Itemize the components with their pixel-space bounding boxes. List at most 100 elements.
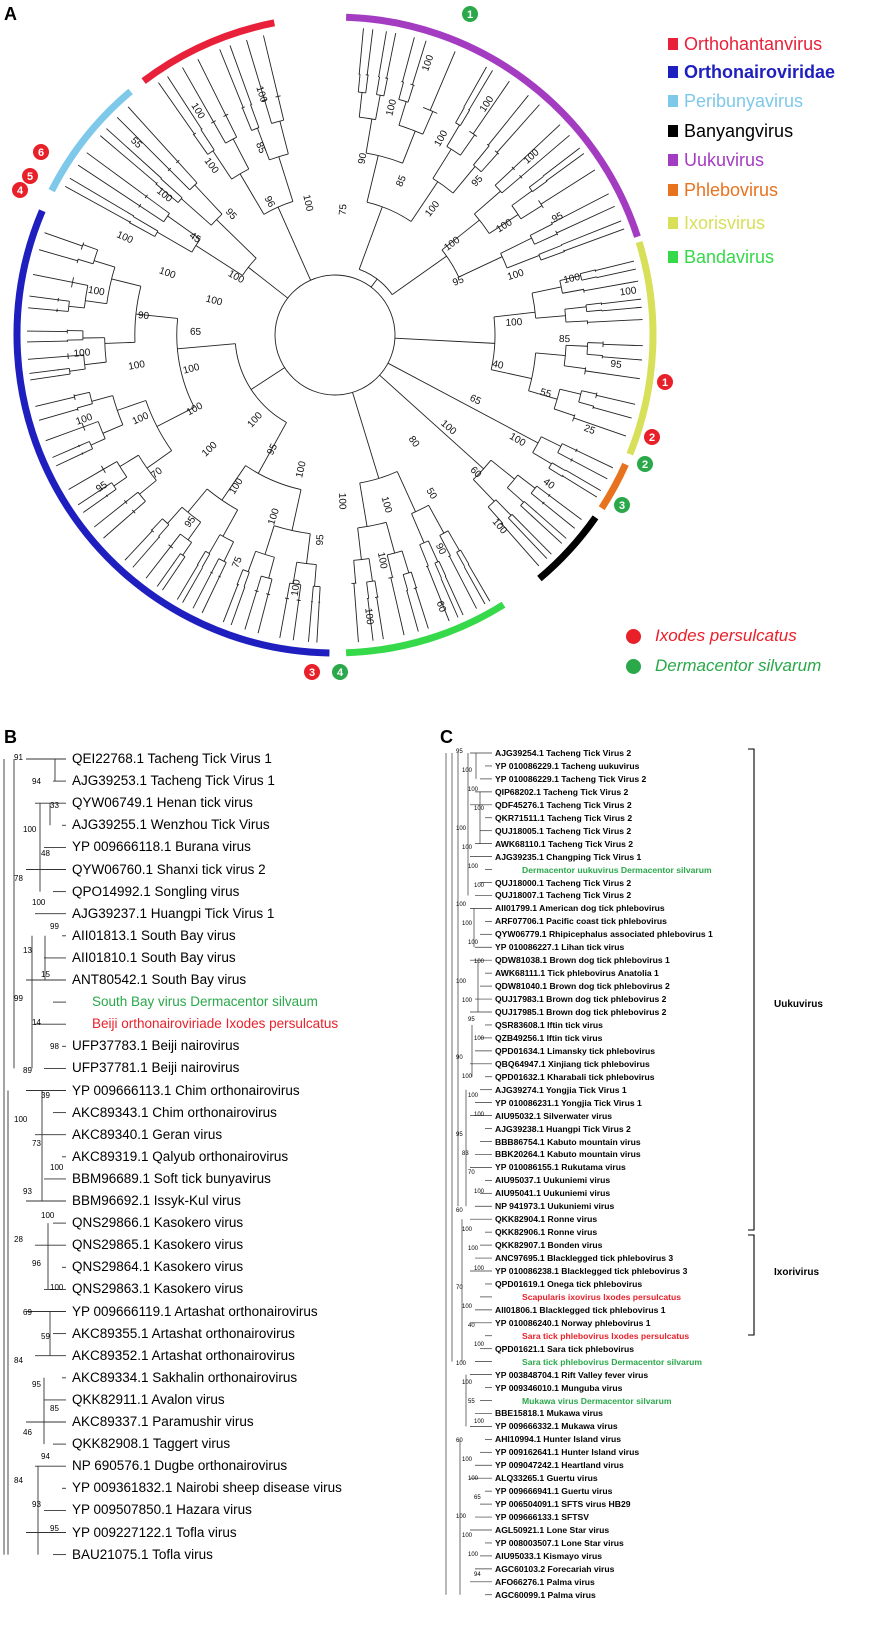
internal-branch xyxy=(106,488,117,497)
internal-branch xyxy=(531,286,562,294)
bootstrap-label: 33 xyxy=(50,801,59,811)
internal-branch xyxy=(119,454,139,467)
bootstrap-label: 100 xyxy=(188,101,206,121)
panel-c-tip-label: AGL50921.1 Lone Star virus xyxy=(495,1525,610,1535)
internal-branch xyxy=(559,388,581,395)
host-dot xyxy=(626,628,641,644)
legend-label: Uukuvirus xyxy=(684,149,765,170)
panel-b-tip-label: AKC89355.1 Artashat orthonairovirus xyxy=(72,1325,295,1341)
internal-branch xyxy=(446,124,460,147)
bootstrap-label: 70 xyxy=(456,1284,463,1291)
backbone-branch xyxy=(352,392,380,479)
root-arc-2 xyxy=(292,274,374,293)
internal-branch xyxy=(517,474,536,489)
panel-b-tip-label: QKK82911.1 Avalon virus xyxy=(72,1391,225,1407)
internal-branch xyxy=(578,401,594,407)
internal-branch xyxy=(540,251,565,261)
tip-branch xyxy=(77,164,141,207)
bootstrap-label: 93 xyxy=(32,1500,41,1510)
bootstrap-label: 100 xyxy=(462,1227,473,1234)
internal-branch xyxy=(460,549,470,565)
tip-branch xyxy=(156,562,175,587)
branch-arc xyxy=(101,487,104,491)
tip-branch xyxy=(162,565,180,591)
internal-branch xyxy=(177,343,236,350)
panel-c-tip-label: AGC60099.1 Palma virus xyxy=(495,1589,596,1600)
branch-arc xyxy=(89,392,93,404)
internal-branch xyxy=(488,214,519,234)
panel-c-tip-label: QIP68202.1 Tacheng Tick Virus 2 xyxy=(495,786,629,797)
panel-c-tip-label: QKK82906.1 Ronne virus xyxy=(495,1227,598,1238)
internal-branch xyxy=(58,299,70,302)
panel-b-tip-label: AII01810.1 South Bay virus xyxy=(72,949,236,965)
tip-branch xyxy=(522,525,552,555)
bootstrap-label: 95 xyxy=(470,173,486,189)
internal-branch xyxy=(535,315,566,319)
panel-c-label: C xyxy=(440,727,453,747)
tip-branch xyxy=(132,536,160,568)
internal-branch xyxy=(385,522,396,554)
bootstrap-label: 100 xyxy=(468,1093,479,1100)
internal-branch xyxy=(452,166,476,194)
internal-branch xyxy=(398,82,404,100)
branch-arc xyxy=(538,254,542,261)
bootstrap-label: 100 xyxy=(474,882,485,889)
internal-branch xyxy=(511,514,524,526)
branch-arc xyxy=(467,563,470,566)
backbone-branch xyxy=(277,206,312,281)
panel-b-tip-label: UFP37783.1 Beiji nairovirus xyxy=(72,1038,240,1054)
internal-branch xyxy=(455,107,465,124)
branch-arc xyxy=(385,77,389,79)
branch-arc xyxy=(88,441,94,449)
tip-branch xyxy=(222,584,239,623)
internal-branch xyxy=(200,129,215,151)
internal-branch xyxy=(241,107,253,131)
branch-arc xyxy=(511,166,515,171)
internal-branch xyxy=(374,580,379,598)
panel-c-tip-label: AWK68111.1 Tick phlebovirus Anatolia 1 xyxy=(495,968,659,979)
branch-arc xyxy=(251,127,260,131)
internal-branch xyxy=(585,302,602,306)
internal-branch xyxy=(102,482,112,490)
internal-branch xyxy=(419,544,429,567)
branch-arc xyxy=(579,273,583,281)
panel-c-tip-label: AII01806.1 Blacklegged tick phlebovirus … xyxy=(495,1304,666,1315)
panel-c-tip-label: QUJ18005.1 Tacheng Tick Virus 2 xyxy=(495,825,632,836)
tip-branch xyxy=(440,578,459,618)
tip-branch xyxy=(52,445,80,458)
branch-arc xyxy=(231,168,249,180)
branch-arc xyxy=(426,565,429,568)
host-marker-number: 2 xyxy=(649,432,655,444)
internal-branch xyxy=(396,471,416,512)
panel-b-tip-label: AKC89343.1 Chim orthonairovirus xyxy=(72,1104,277,1120)
internal-branch xyxy=(82,244,98,251)
bootstrap-label: 100 xyxy=(474,1112,485,1119)
panel-b-tip-label: QYW06760.1 Shanxi tick virus 2 xyxy=(72,861,266,877)
branch-arc xyxy=(559,280,563,294)
internal-branch xyxy=(83,421,99,428)
bootstrap-label: 40 xyxy=(541,477,557,493)
legend-item-5: Phlebovirus xyxy=(668,180,778,200)
bootstrap-label: 78 xyxy=(14,873,23,883)
panel-b-tip-label: YP 009666118.1 Burana virus xyxy=(72,839,251,855)
tip-branch xyxy=(415,587,429,629)
internal-branch xyxy=(401,550,410,573)
internal-branch xyxy=(532,452,552,465)
panel-c-tip-label: AWK68110.1 Tacheng Tick Virus 2 xyxy=(495,838,634,849)
branch-arc xyxy=(586,342,589,355)
host-item-0: Ixodes persulcatus xyxy=(626,626,797,646)
bootstrap-label: 95 xyxy=(32,1379,41,1389)
internal-branch xyxy=(221,465,246,501)
internal-branch xyxy=(428,504,445,534)
host-marker-number: 4 xyxy=(337,667,344,679)
panel-b-tip-label: QNS29864.1 Kasokero virus xyxy=(72,1259,244,1275)
internal-branch xyxy=(422,111,434,135)
legend-item-0: Orthohantanvirus xyxy=(668,34,822,54)
panel-c-tip-label: QUJ17983.1 Brown dog tick phlebovirus 2 xyxy=(495,994,667,1005)
panel-b-tip-label: QKK82908.1 Taggert virus xyxy=(72,1436,231,1452)
bootstrap-label: 65 xyxy=(190,327,202,338)
bootstrap-label: 100 xyxy=(468,1475,479,1482)
internal-branch xyxy=(77,403,93,409)
branch-arc xyxy=(236,583,240,586)
